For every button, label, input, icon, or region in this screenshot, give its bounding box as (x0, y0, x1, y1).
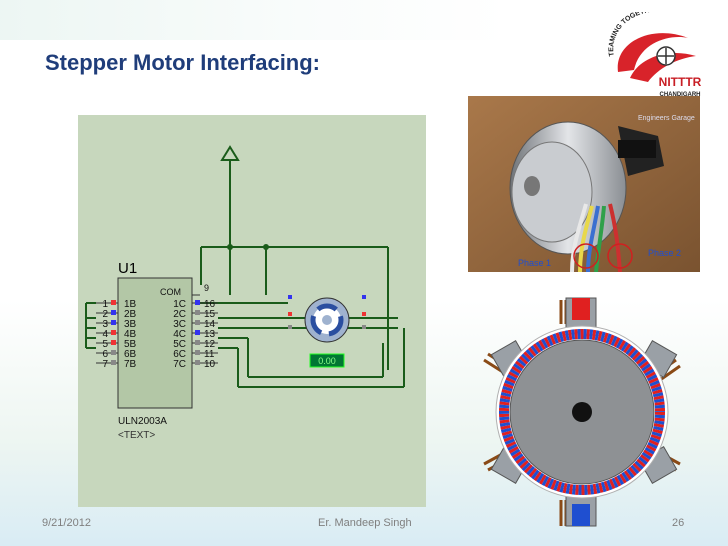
pin-state-indicator (195, 340, 200, 345)
circuit-wires (85, 246, 405, 388)
slide-number: 26 (672, 517, 685, 529)
phase2-label: Phase 2 (648, 248, 681, 258)
pin-number: 15 (204, 309, 216, 320)
pin-number: 10 (204, 359, 216, 370)
pin-number: 2 (102, 309, 108, 320)
pin-number: 1 (102, 299, 108, 310)
stepper-rotor-diagram (483, 297, 681, 527)
pin-state-indicator (111, 310, 116, 315)
photo-watermark: Engineers Garage (638, 115, 695, 122)
pin-number: 4 (102, 329, 108, 340)
pin-name: 7B (124, 359, 137, 370)
junction-dot (263, 244, 269, 250)
footer-author: Er. Mandeep Singh (318, 517, 412, 529)
pin-state-indicator (195, 300, 200, 305)
pole-north (572, 298, 590, 320)
pin-name: 6B (124, 349, 137, 360)
rotor-shaft (572, 402, 592, 422)
pin-number: 16 (204, 299, 216, 310)
pin-name: 2B (124, 309, 137, 320)
logo-city: CHANDIGARH (660, 92, 701, 98)
pin-number: 12 (204, 339, 216, 350)
nitttr-logo: TEAMING TOGETHER NITTTR CHANDIGARH (608, 12, 702, 98)
stepper-motor-photo: Engineers Garage Phase 1 Phase 2 (468, 96, 700, 272)
pin-number: 13 (204, 329, 216, 340)
pin-state-indicator (195, 320, 200, 325)
pin-name: 1B (124, 299, 137, 310)
pin-name: 5C (173, 339, 186, 350)
pin-name: 3C (173, 319, 186, 330)
phase1-label: Phase 1 (518, 258, 551, 268)
pin-name: 4C (173, 329, 186, 340)
pin-state-indicator (111, 350, 116, 355)
rotor-teeth-blue (499, 329, 665, 495)
part-number: ULN2003A (118, 416, 167, 427)
pin-name: 7C (173, 359, 186, 370)
pin-state-indicator (195, 330, 200, 335)
logo-name: NITTTR (659, 75, 702, 89)
pin-state-indicator (111, 300, 116, 305)
uln2003-chip: COM 9 (96, 277, 218, 409)
pin-name: 2C (173, 309, 186, 320)
junction-dot (227, 244, 233, 250)
stepper-motor-symbol: 0.00 (288, 295, 366, 368)
pin-name: 1C (173, 299, 186, 310)
pin-number: 11 (204, 349, 215, 360)
pin-number: 5 (102, 339, 108, 350)
background-decoration (0, 0, 728, 40)
uln2003-schematic: U1 COM 9 (78, 115, 426, 507)
component-ref: U1 (118, 260, 137, 277)
pin-state-indicator (111, 360, 116, 365)
pin-state-indicator (111, 330, 116, 335)
pin-state-indicator (195, 360, 200, 365)
pin-state-indicator (195, 350, 200, 355)
pole-south (572, 504, 590, 526)
power-terminal (220, 145, 240, 295)
pin-state-indicator (111, 340, 116, 345)
pin-state-indicator (111, 320, 116, 325)
pin-name: 6C (173, 349, 186, 360)
pin-name: 3B (124, 319, 137, 330)
pin-name: 5B (124, 339, 137, 350)
slide-title: Stepper Motor Interfacing: (45, 50, 321, 75)
pin-number: 14 (204, 319, 216, 330)
footer-date: 9/21/2012 (42, 517, 91, 529)
pin-num-9: 9 (204, 283, 209, 293)
pin-number: 6 (102, 349, 108, 360)
pin-name-com: COM (160, 287, 181, 297)
motor-readout: 0.00 (318, 356, 336, 366)
pin-state-indicator (195, 310, 200, 315)
pin-name: 4B (124, 329, 137, 340)
text-placeholder: <TEXT> (118, 430, 155, 441)
pin-number: 7 (102, 359, 108, 370)
pin-number: 3 (102, 319, 108, 330)
